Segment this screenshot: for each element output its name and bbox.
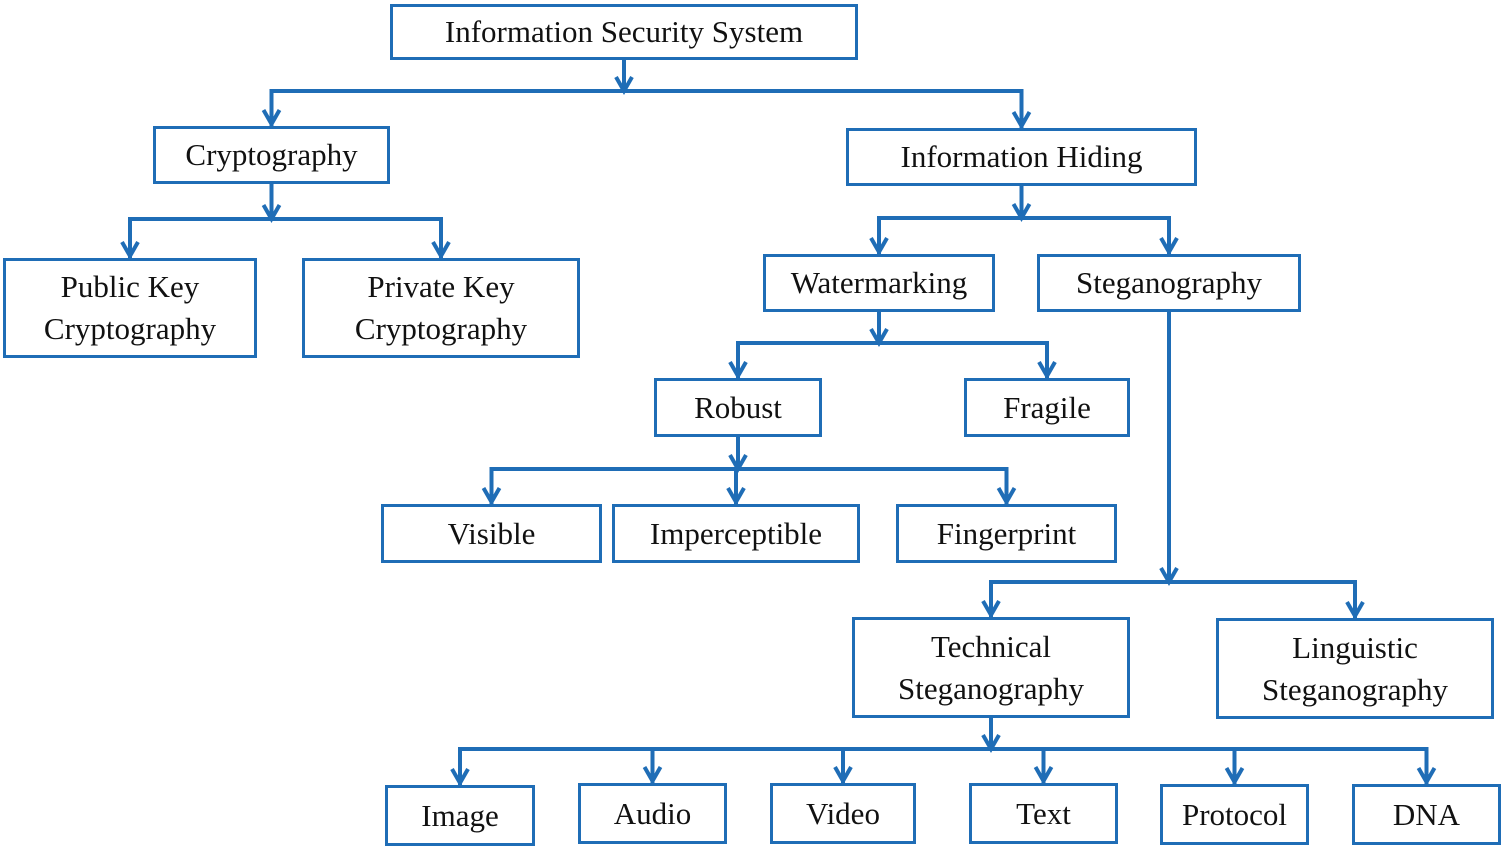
arrowhead-icon <box>1037 361 1057 381</box>
arrowhead-icon <box>869 237 889 257</box>
node-public-key-cryptography: Public Key Cryptography <box>3 258 257 358</box>
node-protocol: Protocol <box>1160 784 1309 845</box>
arrowhead-icon <box>450 768 470 788</box>
arrowhead-icon <box>996 487 1017 507</box>
node-private-key-cryptography: Private Key Cryptography <box>302 258 580 358</box>
node-fragile: Fragile <box>964 378 1130 437</box>
node-information-hiding: Information Hiding <box>846 128 1197 186</box>
node-information-security-system: Information Security System <box>390 4 858 60</box>
arrowhead-icon <box>1345 601 1365 621</box>
arrowhead-icon <box>481 487 502 507</box>
node-text: Text <box>969 783 1118 844</box>
arrowhead-icon <box>120 241 140 261</box>
arrowhead-icon <box>728 361 748 381</box>
node-image: Image <box>385 785 535 846</box>
node-imperceptible: Imperceptible <box>612 504 860 563</box>
arrowhead-icon <box>1011 111 1032 131</box>
arrowhead-icon <box>1416 767 1437 787</box>
arrowhead-icon <box>833 766 853 786</box>
node-watermarking: Watermarking <box>763 254 995 312</box>
node-video: Video <box>770 783 916 844</box>
node-fingerprint: Fingerprint <box>896 504 1117 563</box>
node-linguistic-steganography: Linguistic Steganography <box>1216 618 1494 719</box>
arrowhead-icon <box>981 600 1001 620</box>
node-steganography: Steganography <box>1037 254 1301 312</box>
arrowhead-icon <box>431 241 451 261</box>
arrowhead-icon <box>726 487 746 507</box>
arrowhead-icon <box>642 766 663 786</box>
node-robust: Robust <box>654 378 822 437</box>
node-audio: Audio <box>578 783 727 844</box>
arrowhead-icon <box>1224 767 1245 787</box>
arrowhead-icon <box>1033 766 1054 786</box>
node-cryptography: Cryptography <box>153 126 390 184</box>
node-technical-steganography: Technical Steganography <box>852 617 1130 718</box>
node-visible: Visible <box>381 504 602 563</box>
arrowhead-icon <box>261 109 282 129</box>
node-dna: DNA <box>1352 784 1501 845</box>
arrowhead-icon <box>1159 237 1179 257</box>
